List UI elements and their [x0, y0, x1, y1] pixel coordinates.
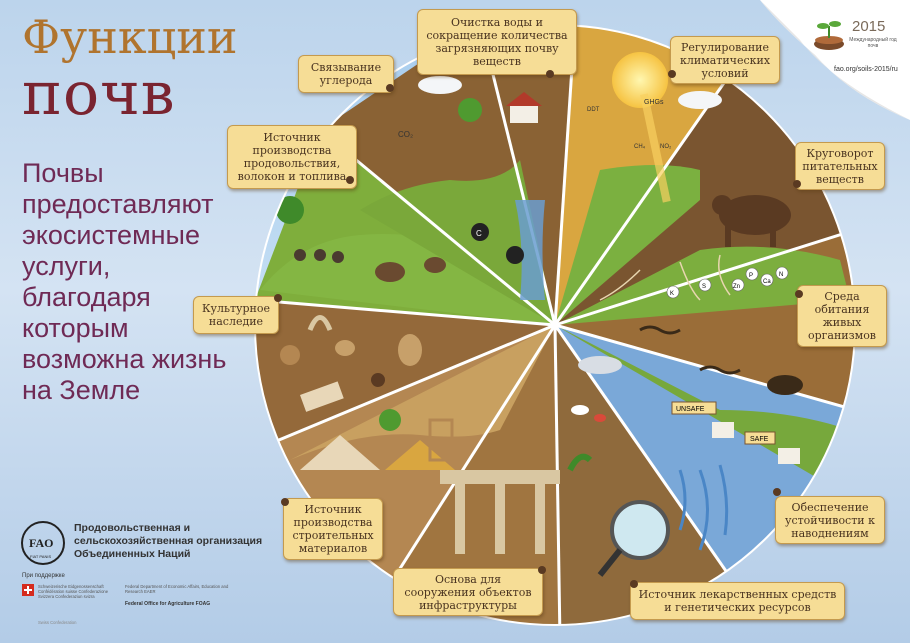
subtitle: Почвы предоставляют экосистемные услуги,…	[22, 158, 227, 405]
title-line2: почв	[22, 59, 176, 129]
iys-year: 2015	[852, 18, 886, 35]
title-line1: Функции	[22, 10, 238, 64]
svg-text:N: N	[779, 272, 783, 278]
svg-text:NO₂: NO₂	[660, 144, 672, 150]
svg-text:Zn: Zn	[733, 284, 740, 290]
swiss-flag-icon	[22, 584, 34, 596]
foag-text: Federal Office for Agriculture FOAG	[125, 601, 211, 607]
label-carbon: Связывание углерода	[298, 55, 394, 93]
svg-text:P: P	[749, 273, 753, 279]
swiss-confederation-text: Swiss Confederation	[38, 620, 77, 625]
label-nutrients: Круговорот питательных веществ	[795, 142, 885, 190]
svg-text:GHGs: GHGs	[644, 99, 664, 106]
svg-text:CO₂: CO₂	[398, 130, 413, 139]
label-food: Источник производства продовольствия, во…	[227, 125, 357, 189]
aqueduct-icon	[440, 470, 560, 484]
label-water-purification: Очистка воды и сокращение количества заг…	[417, 9, 577, 75]
sector-water-purification	[480, 25, 575, 325]
svg-text:CH₄: CH₄	[634, 144, 646, 150]
support-label: При поддержке	[22, 573, 65, 579]
sector-medicine	[555, 325, 760, 625]
label-habitat: Среда обитания живых организмов	[797, 285, 887, 347]
page-curl	[760, 0, 910, 120]
iys-name: Международный год почв	[849, 37, 897, 49]
label-floods: Обеспечение устойчивости к наводнениям	[775, 496, 885, 544]
label-materials: Источник производства строительных матер…	[283, 498, 383, 560]
svg-text:C: C	[476, 229, 482, 238]
sun-icon	[612, 52, 668, 108]
svg-text:FIAT PANIS: FIAT PANIS	[30, 554, 51, 559]
label-medicine: Источник лекарственных средств и генетич…	[630, 582, 845, 620]
label-infrastructure: Основа для сооружения объектов инфрастру…	[393, 568, 543, 616]
svg-text:FAO: FAO	[29, 536, 53, 550]
svg-text:K: K	[670, 291, 674, 297]
fao-logo-icon: FAO FIAT PANIS	[21, 521, 65, 565]
svg-text:SAFE: SAFE	[750, 436, 769, 443]
fao-name: Продовольственная и сельскохозяйственная…	[74, 522, 263, 560]
confederation-text: Schweizerische Eidgenossenschaft Confédé…	[38, 584, 109, 599]
department-text: Federal Department of Economic Affairs, …	[125, 584, 229, 594]
magnifier-icon	[610, 500, 670, 560]
iys-logo-icon	[814, 21, 844, 50]
carbon-ball	[471, 223, 489, 241]
svg-text:Ca: Ca	[763, 279, 771, 285]
label-climate: Регулирование климатических условий	[670, 36, 780, 84]
label-heritage: Культурное наследие	[193, 296, 279, 334]
svg-text:S: S	[702, 284, 706, 290]
svg-text:UNSAFE: UNSAFE	[676, 406, 705, 413]
iys-url[interactable]: fao.org/soils-2015/ru	[834, 66, 898, 73]
sector-heritage	[255, 300, 555, 450]
mole-icon	[767, 375, 803, 395]
svg-text:DDT: DDT	[587, 107, 600, 113]
